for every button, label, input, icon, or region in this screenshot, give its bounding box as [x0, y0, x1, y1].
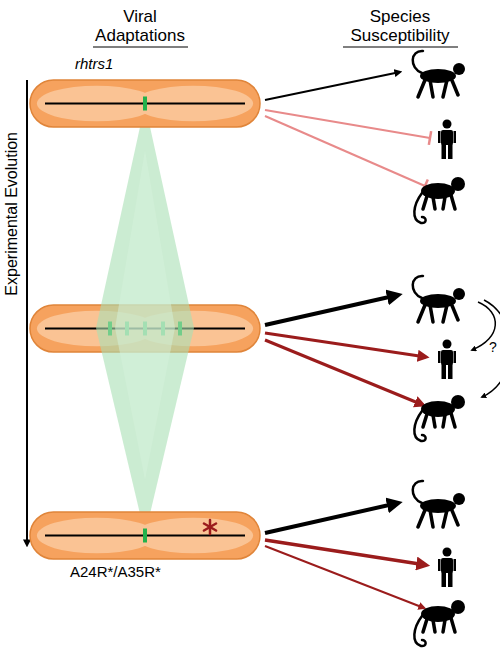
monkey-icon	[414, 395, 465, 441]
susceptibility-arrow	[265, 333, 426, 357]
human-icon	[438, 548, 456, 588]
axis-label: Experimental Evolution	[3, 84, 21, 344]
virus-capsule: A24R*/A35R*	[30, 512, 260, 559]
capsule-shape	[30, 512, 260, 559]
monkey-icon	[413, 51, 465, 97]
human-icon	[438, 340, 456, 380]
inhibition-arrow	[265, 116, 428, 192]
susceptibility-arrow	[265, 340, 423, 405]
gene-label: rhtrs1	[75, 56, 113, 73]
susceptibility-arrow	[265, 540, 426, 565]
column-heading: Species Susceptibility	[330, 8, 470, 45]
gene-expansion	[96, 104, 194, 535]
monkey-icon	[413, 276, 465, 322]
susceptibility-arrow	[265, 546, 424, 608]
heading-underline	[93, 46, 188, 47]
susceptibility-arrow	[265, 72, 400, 100]
question-mark: ?	[486, 340, 500, 355]
gene-expansion	[115, 150, 175, 480]
monkey-icon	[413, 481, 465, 527]
virus-capsule	[30, 512, 260, 559]
evolution-arrow	[26, 80, 28, 545]
human-icon	[438, 120, 456, 160]
column-heading: Viral Adaptations	[80, 8, 200, 45]
gene-copy	[143, 529, 147, 543]
monkey-icon	[414, 600, 465, 646]
transmission-arrow	[482, 300, 500, 397]
mutation-mark	[204, 520, 216, 534]
heading-underline	[343, 46, 458, 47]
capsule-shape	[30, 80, 260, 127]
monkey-icon	[414, 177, 465, 223]
gene-copy	[143, 97, 147, 111]
susceptibility-arrow	[265, 295, 398, 325]
virus-capsule: rhtrs1	[30, 80, 260, 127]
gene-label: A24R*/A35R*	[70, 564, 161, 581]
virus-capsule	[30, 80, 260, 127]
susceptibility-arrow	[265, 503, 398, 533]
